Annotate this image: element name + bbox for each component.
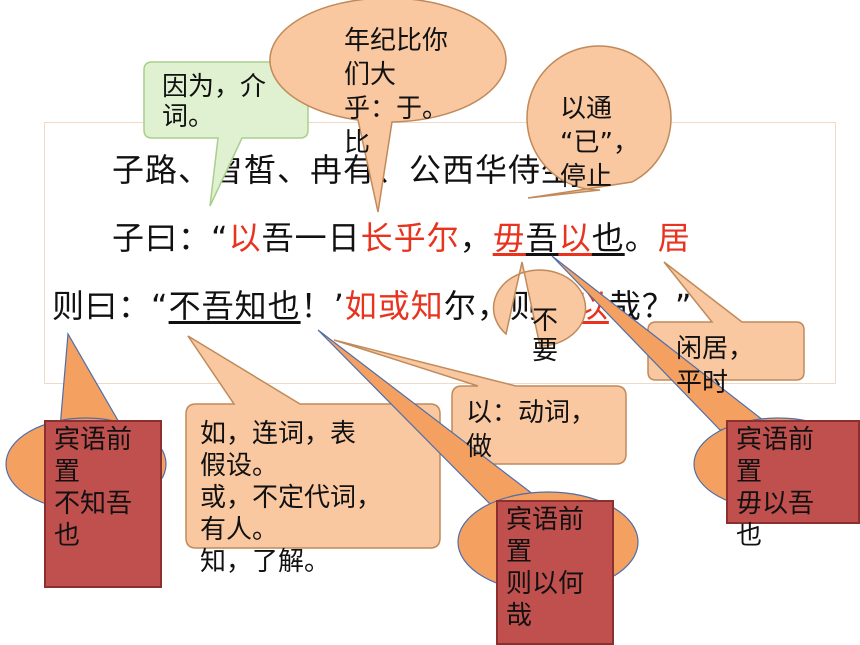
callout-yitong-label: 以通 “已”， 停止 <box>560 94 639 192</box>
callout-ruhuo-shape <box>185 335 441 549</box>
line2-seg-ju: 居 <box>657 219 691 257</box>
box1-pointer-shape <box>59 332 122 429</box>
line2-seg-a: 子曰：“ <box>112 219 229 257</box>
text-line-1: 子路、曾皙、冉有、公西华侍坐。 <box>112 150 607 190</box>
line2-seg-ye: 也 <box>591 219 625 257</box>
callout-buyao-label: 不 要 <box>532 306 559 366</box>
text-line-3: 则曰：“不吾知也！’如或知尔，则何以哉？” <box>52 286 692 326</box>
line3-seg-ruhuozhi: 如或知 <box>344 287 444 325</box>
line1-text: 子路、曾皙、冉有、公西华侍坐。 <box>112 151 608 189</box>
callout-yi-dongci-label: 以：动词， 做 <box>466 398 597 462</box>
callout-buyao-shape <box>492 261 587 347</box>
line2-seg-yi2: 以 <box>558 219 592 257</box>
text-line-2: 子曰：“以吾一日长乎尔，毋吾以也。居 <box>112 218 691 258</box>
callout-yinwei-label: 因为，介 词。 <box>162 72 267 132</box>
line3-seg-c: ！’ <box>300 287 345 325</box>
line2-seg-c: 吾一日 <box>261 219 361 257</box>
line2-seg-changhuer: 长乎尔 <box>360 219 460 257</box>
line3-seg-a: 则曰：“ <box>52 287 169 325</box>
callout-yi-dongci-shape <box>333 339 627 465</box>
object-preposed-box-3: 宾语前 置 毋以吾 也 <box>726 420 860 551</box>
callout-xianju-shape <box>647 261 805 381</box>
callout-nianji-shape <box>269 0 507 213</box>
callout-xianju-label: 闲居， 平时 <box>676 334 755 398</box>
line2-seg-j: 。 <box>624 219 658 257</box>
line2-seg-e: ， <box>459 219 493 257</box>
slide-text-frame <box>44 122 836 384</box>
callout-yitong-shape <box>526 45 672 199</box>
callout-ruhuo-label: 如，连词，表 假设。 或，不定代词， 有人。 知，了解。 <box>200 419 383 577</box>
line2-seg-wu2: 吾 <box>525 219 559 257</box>
object-preposed-box-2: 宾语前 置 则以何 哉 <box>496 500 614 645</box>
line2-seg-wu: 毋 <box>492 219 526 257</box>
line2-seg-yi: 以 <box>228 219 262 257</box>
line3-seg-buwuzhiye: 不吾知也 <box>168 287 301 325</box>
line3-seg-e: 尔，则 <box>444 287 543 325</box>
object-preposed-box-1: 宾语前 置 不知吾 也 <box>44 420 162 588</box>
callout-nianji-label: 年纪比你 们大 乎：于。 比 <box>344 26 449 158</box>
